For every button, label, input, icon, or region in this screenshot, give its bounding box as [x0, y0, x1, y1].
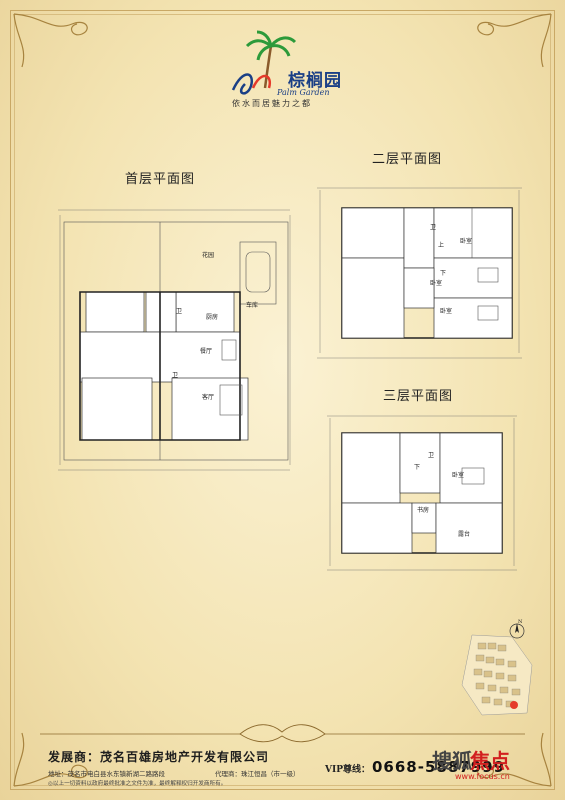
watermark-logo: 焦点	[470, 749, 510, 773]
room-bedroom: 卧室	[452, 472, 465, 479]
corner-ornament-bottom-right	[477, 732, 552, 787]
watermark-brand: 搜狐	[432, 749, 472, 773]
corner-ornament-top-left	[13, 13, 88, 68]
brand-logo: 棕榈园 Palm Garden	[225, 28, 355, 108]
compass-label: N	[518, 619, 523, 625]
room-toilet-2: 卫	[172, 372, 179, 379]
vip-hotline-number: 0668-5887999	[372, 758, 506, 776]
outer-border	[10, 10, 555, 790]
site-plan-thumbnail	[461, 634, 533, 716]
room-bedroom-1: 卧室	[460, 238, 473, 245]
corner-ornament-bottom-left	[13, 732, 88, 787]
first-floor-title: 首层平面图	[125, 172, 196, 187]
room-dining: 餐厅	[200, 348, 213, 355]
corner-ornament-top-right	[477, 13, 552, 68]
north-compass-icon: N	[509, 619, 525, 639]
brand-name-en: Palm Garden	[277, 88, 330, 97]
room-bedroom-3: 卧室	[440, 308, 453, 315]
room-kitchen: 厨房	[206, 314, 219, 321]
address-line: 地址：茂名市电白县水东镇新湖二路路段	[48, 770, 165, 778]
room-toilet: 卫	[430, 224, 437, 231]
room-toilet: 卫	[176, 308, 183, 315]
room-toilet: 卫	[428, 452, 435, 459]
disclaimer-note: ◎以上一切资料以政府最终批准之文件为准，最终解释权归开发商所有。	[48, 781, 227, 787]
stair-down-label: 下	[414, 464, 421, 471]
second-floor-title: 二层平面图	[372, 152, 443, 167]
room-terrace: 露台	[458, 531, 471, 538]
brand-tagline: 依水而居魅力之都	[232, 99, 312, 108]
developer-line: 发展商：茂名百雄房地产开发有限公司	[48, 750, 270, 764]
stair-up-label: 上	[438, 242, 445, 249]
inner-border	[14, 14, 551, 786]
room-garden: 花园	[202, 252, 215, 259]
vip-hotline-label: VIP尊线：	[325, 765, 370, 775]
footer-divider-ornament	[40, 724, 525, 743]
brand-name-cn: 棕榈园	[288, 71, 342, 91]
room-study: 书房	[417, 507, 430, 514]
room-bedroom-2: 卧室	[430, 280, 443, 287]
watermark-url: www.focus.cn	[455, 772, 510, 781]
room-living: 客厅	[202, 394, 215, 401]
agent-line: 代理商：珠江恒昌（市一级）	[215, 770, 300, 778]
palm-tree-icon	[231, 30, 297, 95]
room-garage: 车库	[246, 302, 259, 309]
third-floor-title: 三层平面图	[383, 389, 454, 404]
stair-down-label: 下	[440, 270, 447, 277]
